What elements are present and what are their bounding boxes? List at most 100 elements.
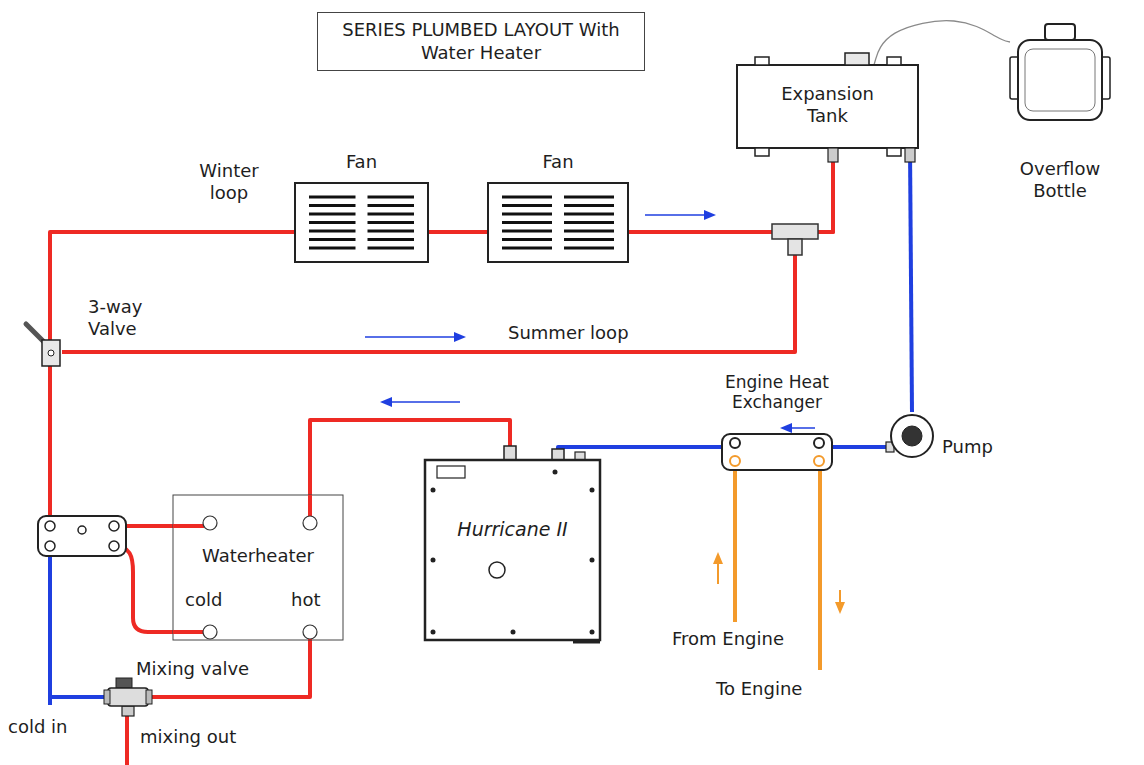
diagram-title: SERIES PLUMBED LAYOUT With Water Heater	[317, 12, 645, 71]
heater-unit: Hurricane II	[425, 460, 600, 640]
mounting-tab	[887, 148, 901, 156]
cold-in-pipe	[48, 546, 52, 705]
flow-arrow-head	[835, 602, 845, 614]
pump-motor	[902, 426, 922, 446]
grille-slat	[309, 247, 356, 250]
housing-screw	[431, 488, 436, 493]
exchanger-port	[45, 521, 55, 531]
exchanger-port	[45, 541, 55, 551]
grille-slat	[564, 204, 614, 207]
pipe-label: Winter loop	[188, 160, 270, 203]
grille-slat	[368, 204, 415, 207]
housing-screw	[553, 470, 558, 475]
flow-arrow-head	[704, 210, 716, 220]
node-label: Expansion Tank	[762, 83, 893, 126]
exchanger-port	[109, 541, 119, 551]
exchanger-plate	[722, 434, 832, 470]
heater-port	[303, 625, 317, 639]
pipe-label: To Engine	[716, 678, 802, 700]
pipe-label: From Engine	[672, 628, 784, 650]
node-label: Waterheater	[173, 545, 343, 567]
grille-slat	[309, 238, 356, 241]
flow-arrow	[839, 590, 841, 604]
valve-stem	[48, 350, 54, 356]
heater-port	[203, 516, 217, 530]
exchanger-port	[730, 438, 740, 448]
valve-body	[108, 688, 148, 706]
flow-arrow	[790, 427, 815, 429]
exchanger-hole	[78, 526, 86, 534]
water-heater-outline	[173, 495, 343, 640]
heater-pipe	[173, 630, 204, 634]
engine-heat-exchanger-outline	[722, 434, 832, 470]
grille-slat	[309, 204, 356, 207]
bottle-cap	[1045, 24, 1075, 40]
bottle-body	[1018, 40, 1102, 120]
node-label: Overflow Bottle	[1000, 158, 1120, 201]
valve-nut	[146, 690, 152, 704]
cold-in-pipe	[50, 695, 104, 699]
pump-housing	[891, 415, 933, 457]
node-label: Pump	[942, 436, 993, 458]
node-label: Hurricane II	[425, 518, 600, 541]
exchanger-port	[814, 456, 824, 466]
tank-body	[737, 65, 918, 148]
bottle-inner	[1025, 49, 1095, 111]
engine-heat-exchanger: Engine Heat Exchanger	[722, 434, 832, 470]
flow-arrow-head	[780, 423, 792, 433]
node-label: 3-way Valve	[88, 296, 168, 339]
grille-slat	[564, 247, 614, 250]
grille-slat	[502, 247, 552, 250]
tee-fitting	[772, 224, 818, 239]
expansion-tank: Expansion Tank	[737, 65, 918, 148]
overflow-bottle-outline	[1010, 22, 1110, 122]
fan-coil-outline	[488, 183, 628, 262]
flow-arrow-head	[713, 552, 723, 564]
housing-screw	[590, 558, 595, 563]
grille-slat	[502, 196, 552, 199]
pump: Pump	[886, 412, 936, 460]
flow-arrow	[365, 336, 456, 338]
valve-body	[42, 340, 60, 366]
exchanger-port	[109, 521, 119, 531]
housing-screw	[590, 630, 595, 635]
flow-arrow	[390, 401, 460, 403]
node-label: Engine Heat Exchanger	[697, 372, 857, 413]
grille-slat	[368, 238, 415, 241]
grille-slat	[502, 221, 552, 224]
tank-port	[828, 148, 838, 162]
coolant-pipe	[50, 232, 295, 340]
coolant-pipe	[910, 148, 912, 412]
coolant-pipe	[628, 148, 833, 232]
fan-grille	[488, 183, 628, 262]
overflow-bottle: Overflow Bottle	[1010, 22, 1110, 122]
plate-heat-exchanger	[38, 516, 126, 556]
unit-fitting	[504, 446, 516, 460]
unit-port	[489, 562, 505, 578]
red-pipe	[114, 546, 173, 632]
heater-pipe	[308, 495, 312, 517]
housing-screw	[511, 630, 516, 635]
water-heater: Waterheatercoldhot	[173, 495, 343, 640]
engine-coolant-line	[818, 470, 822, 670]
mounting-tab	[755, 148, 769, 156]
flow-arrow-head	[454, 332, 466, 342]
heater-port	[303, 516, 317, 530]
node-label: Fan	[295, 151, 428, 173]
flow-arrow	[717, 562, 719, 584]
grille-slat	[564, 213, 614, 216]
grille-slat	[368, 221, 415, 224]
grille-slat	[502, 230, 552, 233]
tee-stem	[788, 239, 802, 255]
mixing-valve-outline	[104, 680, 152, 716]
mixing-out-pipe	[125, 716, 129, 765]
flow-arrow	[645, 214, 706, 216]
mounting-tab	[755, 57, 769, 65]
fan-coil-outline	[295, 183, 428, 262]
fan-grille	[295, 183, 428, 262]
pipe-label: mixing out	[140, 726, 236, 748]
exchanger-port	[730, 456, 740, 466]
